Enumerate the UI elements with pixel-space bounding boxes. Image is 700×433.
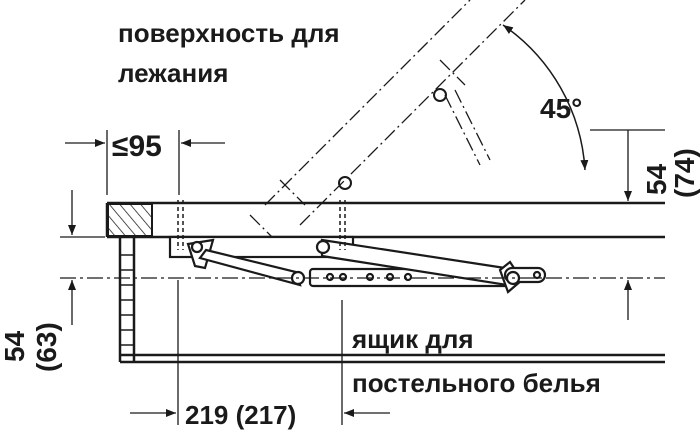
left-dimension-main: 54: [0, 330, 30, 362]
dimension-lines: [60, 129, 665, 425]
left-dimension-alt: (63): [31, 322, 62, 372]
surface-label-line1: поверхность для: [118, 18, 340, 48]
right-dimension-main: 54: [641, 163, 672, 195]
bottom-dimension-label: 219 (217): [185, 400, 296, 430]
raised-pivot: [433, 88, 447, 102]
right-dimension-alt: (74): [669, 148, 700, 198]
lid-board: [105, 201, 665, 239]
raised-lid-outline: [249, 0, 526, 256]
top-dimension-label: ≤95: [112, 130, 162, 163]
angle-label: 45°: [540, 93, 582, 124]
lift-mechanism: [168, 235, 547, 294]
surface-label-line2: лежания: [118, 58, 228, 88]
angle-arc: [502, 24, 589, 171]
wood-frame-section: [107, 203, 153, 237]
box-label-line1: ящик для: [351, 324, 474, 354]
lid-pivot: [338, 176, 352, 190]
box-label-line2: постельного белья: [352, 368, 601, 398]
